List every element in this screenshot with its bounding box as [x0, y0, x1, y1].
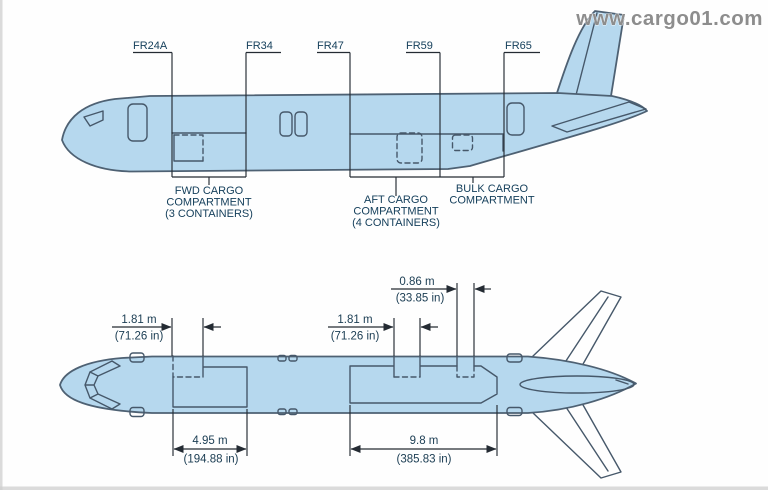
- dim-ext-lines: [349, 405, 498, 456]
- svg-text:COMPARTMENT: COMPARTMENT: [449, 195, 534, 207]
- plan-view: 1.81 m (71.26 in) 1.81 m (71.26 in) 0.86…: [59, 276, 637, 479]
- dim-ext-lines: [171, 318, 204, 356]
- dim-aft-compartment-length: 9.8 m (385.83 in): [349, 405, 498, 466]
- svg-text:FWD CARGO: FWD CARGO: [175, 185, 244, 197]
- svg-text:COMPARTMENT: COMPARTMENT: [353, 206, 438, 218]
- bulk-compartment-bracket: [440, 176, 504, 183]
- rear-door-plan-left: [506, 353, 523, 363]
- dim-fwd-cargo-door-width: 1.81 m (71.26 in): [112, 314, 221, 356]
- overwing-exit-plan-3: [277, 408, 287, 416]
- dim-imperial: (71.26 in): [331, 331, 380, 343]
- dim-metric: 4.95 m: [192, 435, 227, 447]
- overwing-exit-plan-4: [288, 408, 298, 416]
- svg-text:(3 CONTAINERS): (3 CONTAINERS): [165, 208, 253, 220]
- svg-text:(4 CONTAINERS): (4 CONTAINERS): [352, 217, 440, 229]
- dim-imperial: (385.83 in): [397, 454, 452, 466]
- svg-text:BULK CARGO: BULK CARGO: [456, 183, 529, 195]
- watermark-text: www.cargo01.com: [575, 7, 763, 30]
- scan-edge-bottom: [0, 486, 768, 490]
- dim-bulk-cargo-door-width: 0.86 m (33.85 in): [391, 276, 491, 356]
- vertical-tail-fin: [555, 10, 625, 97]
- front-door-plan-left: [129, 352, 145, 363]
- frame-label-fr65: FR65: [505, 40, 532, 52]
- overwing-exit-1: [279, 111, 293, 137]
- frame-label-fr47: FR47: [317, 40, 344, 52]
- overwing-exit-2: [294, 111, 308, 137]
- dim-ext-lines: [172, 409, 248, 456]
- overwing-exit-plan-2: [288, 354, 298, 362]
- dim-ext-lines: [393, 318, 421, 356]
- overwing-exit-plan-1: [277, 354, 287, 362]
- dim-metric: 0.86 m: [399, 276, 434, 288]
- dim-metric: 1.81 m: [337, 314, 372, 326]
- cockpit-windows-plan: [84, 360, 121, 410]
- bulk-compartment-label: BULK CARGO COMPARTMENT: [449, 183, 534, 207]
- bulk-cargo-door-side: [451, 134, 474, 152]
- fuselage-plan: [59, 355, 637, 414]
- cockpit-window-side: [83, 110, 104, 127]
- dim-imperial: (33.85 in): [396, 293, 445, 305]
- dim-imperial: (71.26 in): [115, 331, 164, 343]
- fwd-compartment-plan: [172, 355, 248, 408]
- fwd-cargo-door-dashed: [173, 134, 204, 162]
- aft-compartment-bracket: [350, 176, 440, 196]
- dim-metric: 9.8 m: [410, 435, 439, 447]
- side-view: FR24A FR34 FR47 FR59 FR65 FWD CARGO COMP…: [61, 10, 648, 229]
- tail-cone-tick: [615, 379, 629, 385]
- tail-cone-fairing: [519, 375, 635, 394]
- fwd-compartment-label: FWD CARGO COMPARTMENT (3 CONTAINERS): [165, 185, 253, 220]
- fwd-compartment-bracket: [172, 176, 246, 185]
- frame-label-fr34: FR34: [246, 40, 273, 52]
- frame-label-fr24a: FR24A: [133, 40, 168, 52]
- front-passenger-door: [127, 103, 148, 142]
- svg-text:COMPARTMENT: COMPARTMENT: [166, 197, 251, 209]
- rudder-line: [575, 12, 598, 96]
- rear-passenger-door: [506, 102, 525, 136]
- aft-compartment-plan: [349, 355, 498, 404]
- elevator-lines: [559, 296, 609, 472]
- front-door-plan-right: [129, 406, 145, 418]
- aft-bulk-doors-plan-dashed: [393, 365, 475, 378]
- rear-door-plan-right: [506, 406, 523, 417]
- fwd-cargo-door-plan: [172, 355, 204, 378]
- aft-cargo-door-side: [396, 132, 423, 164]
- dim-aft-cargo-door-width: 1.81 m (71.26 in): [328, 314, 438, 356]
- dim-fwd-compartment-length: 4.95 m (194.88 in): [172, 409, 248, 466]
- fuselage-side: [61, 92, 648, 173]
- frame-leader-lines: [171, 52, 505, 177]
- aft-hold-top-line: [349, 133, 504, 152]
- dim-ext-lines: [456, 283, 475, 356]
- dim-metric: 1.81 m: [121, 314, 156, 326]
- scan-edge-left: [0, 0, 3, 490]
- aft-compartment-label: AFT CARGO COMPARTMENT (4 CONTAINERS): [352, 194, 440, 229]
- frame-label-fr59: FR59: [406, 40, 433, 52]
- dim-imperial: (194.88 in): [184, 454, 239, 466]
- fwd-cargo-door-solid: [173, 134, 204, 162]
- horizontal-stabilizer-side: [551, 101, 647, 133]
- svg-text:AFT CARGO: AFT CARGO: [364, 194, 428, 206]
